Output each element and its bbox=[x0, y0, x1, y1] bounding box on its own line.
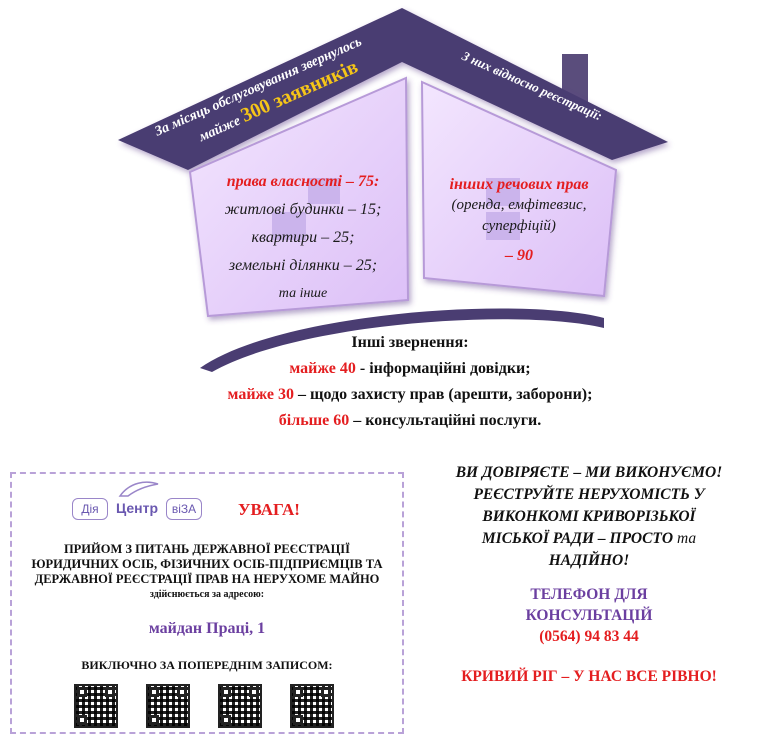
right-panel-text: інших речових прав (оренда, емфітевзис, … bbox=[424, 174, 614, 266]
other-request-row: більше 60 – консультаційні послуги. bbox=[150, 408, 670, 434]
roof bbox=[118, 8, 668, 170]
slogan-line: НАДІЙНО! bbox=[548, 552, 630, 569]
qr-code[interactable] bbox=[146, 684, 190, 728]
slogan: ВИ ДОВІРЯЄТЕ – МИ ВИКОНУЄМО! РЕЄСТРУЙТЕ … bbox=[414, 462, 764, 572]
window-square bbox=[272, 212, 306, 240]
row-highlight: більше 60 bbox=[278, 412, 350, 429]
left-panel-heading: права власності – 75: bbox=[226, 173, 380, 190]
other-request-row: майже 40 - інформаційні довідки; bbox=[150, 356, 670, 382]
phone-label: ТЕЛЕФОН ДЛЯ bbox=[530, 586, 648, 603]
left-panel-item: та інше bbox=[278, 286, 328, 301]
notice-address: майдан Праці, 1 bbox=[148, 620, 266, 637]
row-text: – щодо захисту прав (арешти, заборони); bbox=[294, 386, 593, 403]
qr-code[interactable] bbox=[74, 684, 118, 728]
center-logo: Центр bbox=[116, 500, 159, 516]
other-requests-title: Інші звернення: bbox=[351, 334, 469, 351]
phone-block: ТЕЛЕФОН ДЛЯ КОНСУЛЬТАЦІЙ (0564) 94 83 44 bbox=[414, 584, 764, 647]
feather-icon bbox=[118, 481, 159, 497]
right-panel-heading: інших речових прав bbox=[449, 176, 589, 193]
left-panel-item: квартири – 25; bbox=[251, 229, 355, 246]
window-square bbox=[308, 178, 340, 204]
qr-code[interactable] bbox=[218, 684, 262, 728]
notice-line: ДЕРЖАВНОЇ РЕЄСТРАЦІЇ ПРАВ НА НЕРУХОМЕ МА… bbox=[34, 572, 380, 586]
row-text: – консультаційні послуги. bbox=[349, 412, 542, 429]
other-requests: Інші звернення: майже 40 - інформаційні … bbox=[150, 330, 670, 434]
notice-card: Дія Центр віЗА УВАГА! ПРИЙОМ З ПИТАНЬ ДЕ… bbox=[10, 472, 404, 734]
notice-appointment: ВИКЛЮЧНО ЗА ПОПЕРЕДНІМ ЗАПИСОМ: bbox=[81, 658, 333, 672]
ground-arc bbox=[200, 308, 604, 372]
phone-label: КОНСУЛЬТАЦІЙ bbox=[525, 607, 653, 624]
other-request-row: майже 30 – щодо захисту прав (арешти, за… bbox=[150, 382, 670, 408]
viza-logo: віЗА bbox=[166, 498, 202, 520]
diia-logo: Дія bbox=[72, 498, 108, 520]
slogan-line: РЕЄСТРУЙТЕ НЕРУХОМІСТЬ У bbox=[473, 486, 705, 503]
notice-line: ЮРИДИЧНИХ ОСІБ, ФІЗИЧНИХ ОСІБ-ПІДПРИЄМЦІ… bbox=[31, 557, 383, 571]
right-panel-detail: (оренда, емфітевзис, bbox=[451, 197, 587, 213]
row-highlight: майже 30 bbox=[227, 386, 295, 403]
qr-code[interactable] bbox=[290, 684, 334, 728]
slogan-line: МІСЬКОЇ РАДИ – ПРОСТО та bbox=[414, 528, 764, 550]
row-highlight: майже 40 bbox=[289, 360, 356, 377]
phone-number[interactable]: (0564) 94 83 44 bbox=[539, 628, 639, 645]
house-illustration bbox=[118, 8, 668, 372]
slogan-line: ВИ ДОВІРЯЄТЕ – МИ ВИКОНУЄМО! bbox=[455, 464, 723, 481]
left-panel-text: права власності – 75: житлові будинки – … bbox=[198, 168, 408, 308]
motto: КРИВИЙ РІГ – У НАС ВСЕ РІВНО! bbox=[461, 668, 717, 685]
slogan-text: та bbox=[676, 530, 697, 547]
left-panel-item: житлові будинки – 15; bbox=[224, 201, 382, 218]
left-panel bbox=[188, 76, 410, 318]
right-panel-value: – 90 bbox=[505, 247, 533, 264]
notice-line: здійснюється за адресою: bbox=[149, 589, 265, 600]
slogan-text: МІСЬКОЇ РАДИ – ПРОСТО bbox=[481, 530, 677, 547]
window-square bbox=[486, 212, 520, 240]
window-square bbox=[486, 178, 520, 206]
attention-label: УВАГА! bbox=[238, 500, 300, 519]
right-panel-detail: суперфіцій) bbox=[482, 218, 556, 234]
notice-body: ПРИЙОМ З ПИТАНЬ ДЕРЖАВНОЇ РЕЄСТРАЦІЇ ЮРИ… bbox=[12, 542, 402, 602]
row-text: - інформаційні довідки; bbox=[355, 360, 531, 377]
slogan-line: ВИКОНКОМІ КРИВОРІЗЬКОЇ bbox=[482, 508, 696, 525]
left-panel-item: земельні ділянки – 25; bbox=[228, 257, 378, 274]
notice-line: ПРИЙОМ З ПИТАНЬ ДЕРЖАВНОЇ РЕЄСТРАЦІЇ bbox=[63, 542, 351, 556]
